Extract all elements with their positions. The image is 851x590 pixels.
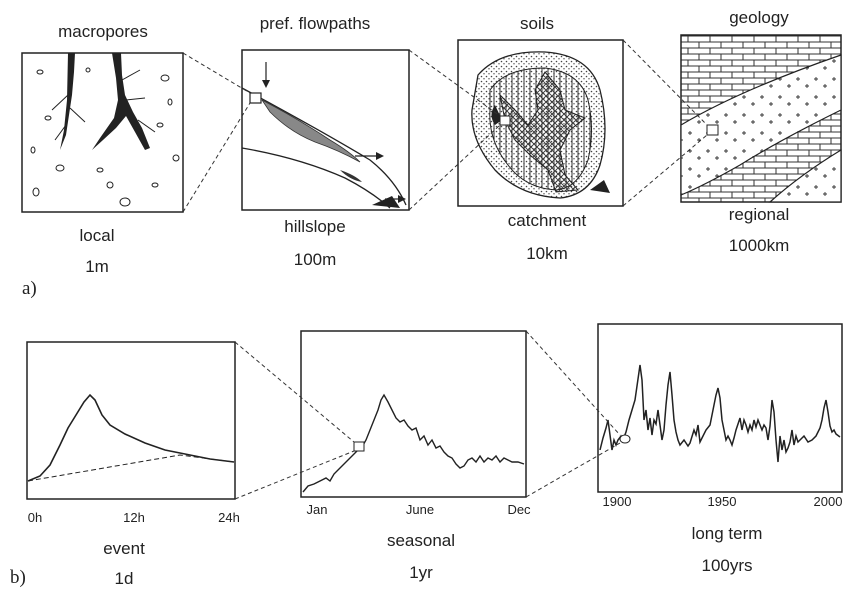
seasonal-scale-label: seasonal [386, 531, 456, 550]
catchment-scale-label: catchment [507, 211, 587, 230]
longterm-size-label: 100yrs [701, 556, 753, 575]
seasonal-size-label: 1yr [409, 563, 433, 582]
event-tick-12h: 12h [123, 510, 145, 525]
regional-size-label: 1000km [728, 236, 790, 255]
regional-scale-label: regional [728, 205, 790, 224]
longterm-series-curve [599, 364, 841, 463]
seasonal-zoom-marker [353, 441, 365, 452]
hillslope-size-label: 100m [293, 250, 337, 269]
event-size-label: 1d [114, 569, 134, 588]
catchment-size-label: 10km [526, 244, 568, 263]
seasonal-tick-june: June [405, 502, 435, 517]
seasonal-plot-frame [300, 330, 527, 498]
longterm-tick-2000: 2000 [813, 494, 843, 509]
catchment-box [457, 39, 624, 207]
seasonal-tick-jan: Jan [306, 502, 328, 517]
event-tick-0h: 0h [27, 510, 43, 525]
longterm-tick-1950: 1950 [707, 494, 737, 509]
event-plot-frame [26, 341, 236, 500]
event-scale-label: event [103, 539, 145, 558]
soils-title: soils [519, 14, 555, 33]
longterm-scale-label: long term [691, 524, 763, 543]
event-baseflow-line [27, 454, 235, 482]
macropores-box [21, 52, 184, 213]
seasonal-hydrograph-curve [302, 393, 525, 493]
longterm-tick-1900: 1900 [602, 494, 632, 509]
seasonal-tick-dec: Dec [507, 502, 531, 517]
event-hydrograph-curve [27, 393, 235, 482]
hillslope-box [241, 49, 410, 211]
longterm-zoom-marker [619, 434, 631, 444]
zoom-connectors-a [182, 39, 708, 213]
pref-flowpaths-title: pref. flowpaths [259, 14, 371, 33]
panel-b-label: b) [10, 567, 26, 588]
local-size-label: 1m [85, 257, 109, 276]
hillslope-scale-label: hillslope [284, 217, 346, 236]
local-scale-label: local [79, 226, 115, 245]
event-tick-24h: 24h [218, 510, 240, 525]
geology-title: geology [729, 8, 789, 27]
zoom-connectors-b [234, 330, 621, 500]
macropores-title: macropores [58, 22, 148, 41]
longterm-plot-frame [597, 323, 843, 493]
geology-box [680, 34, 842, 203]
panel-a-label: a) [22, 278, 37, 299]
